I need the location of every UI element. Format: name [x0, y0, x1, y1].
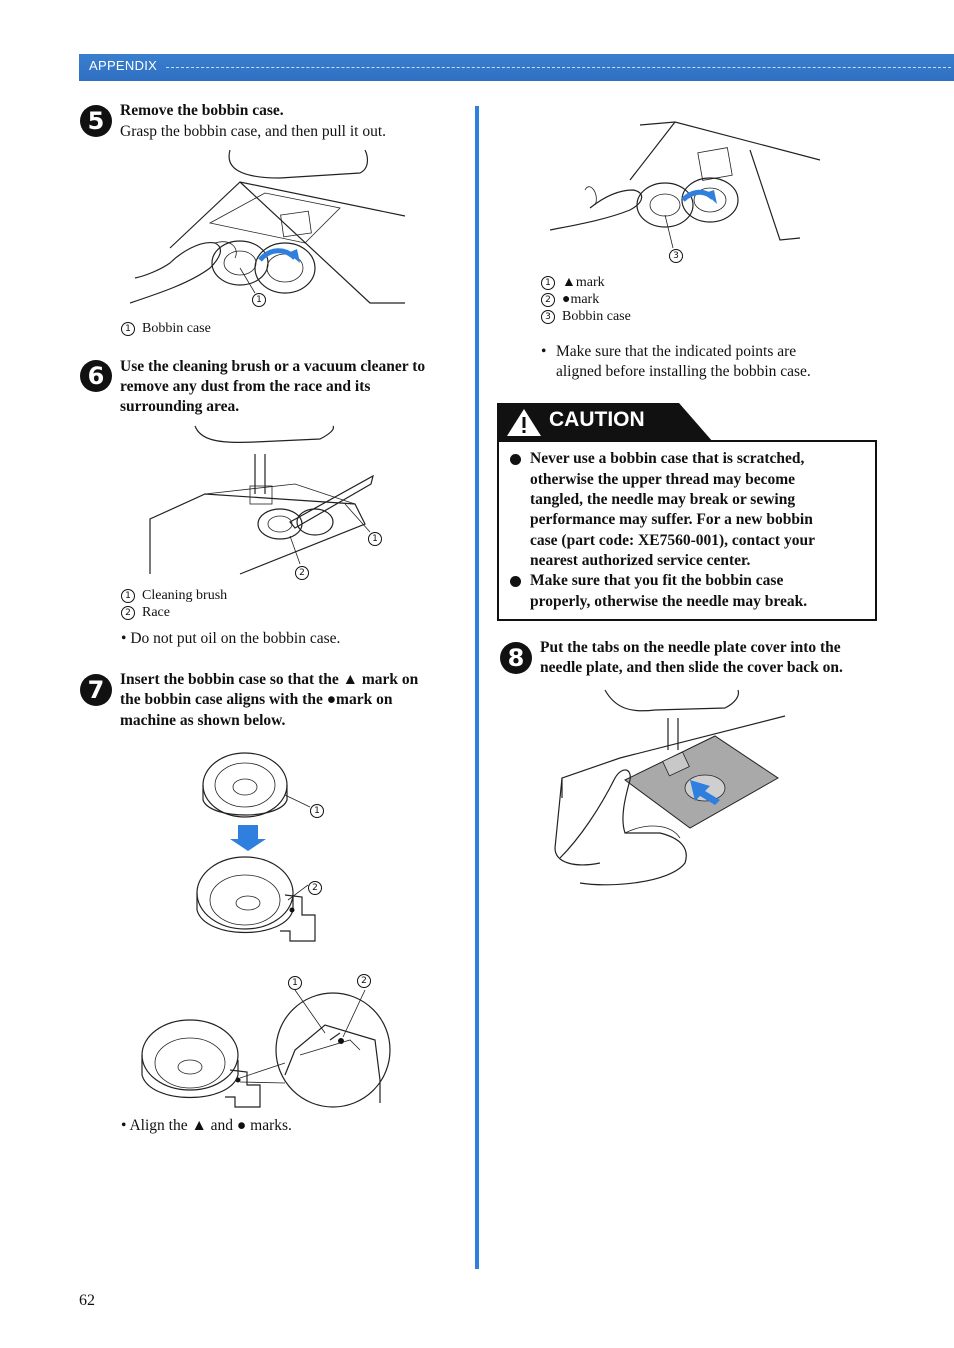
step-6-title-line-3: surrounding area.	[120, 398, 240, 415]
caution-item-1-line-2: otherwise the upper thread may become	[530, 471, 796, 488]
caution-title: CAUTION	[549, 408, 645, 431]
step-7-title-line-3: machine as shown below.	[120, 712, 286, 729]
bobbin-removal-illustration	[130, 149, 406, 304]
callout-number: 1	[541, 276, 555, 290]
step-6-number: 6	[80, 360, 112, 392]
column-divider	[475, 106, 479, 1269]
cleaning-illustration	[149, 425, 374, 575]
step-5-callout-list: 1 Bobbin case	[121, 320, 211, 337]
right-callout-2: 2 ●mark	[541, 291, 599, 308]
step-7-detail-callout-1: 1	[288, 976, 302, 990]
step-6-note: • Do not put oil on the bobbin case.	[121, 629, 340, 649]
step-7-title-line-2: the bobbin case aligns with the ●mark on	[120, 691, 393, 708]
step-6-illus-callout-1: 1	[368, 532, 382, 546]
page-number: 62	[79, 1292, 95, 1309]
right-note-line-1: Make sure that the indicated points are	[556, 343, 797, 360]
caution-item-1-line-6: nearest authorized service center.	[530, 552, 751, 569]
step-6-title-line-1: Use the cleaning brush or a vacuum clean…	[120, 358, 426, 375]
note-text: Do not put oil on the bobbin case.	[130, 630, 341, 647]
bullet: •	[121, 630, 127, 647]
bobbin-insertion-illustration	[549, 121, 821, 249]
step-6-callout-2: 2 Race	[121, 604, 170, 621]
step-6-title-line-2: remove any dust from the race and its	[120, 378, 371, 395]
step-7-note: • Align the ▲ and ● marks.	[121, 1116, 292, 1136]
step-7-top-callout-1: 1	[310, 804, 324, 818]
callout-number: 2	[121, 606, 135, 620]
step-8-number: 8	[500, 642, 532, 674]
step-5-number: 5	[80, 105, 112, 137]
caution-item-1-line-1: Never use a bobbin case that is scratche…	[530, 450, 805, 467]
callout-label: ▲mark	[562, 275, 605, 290]
caution-bullet-2	[510, 576, 521, 587]
caution-item-1-line-5: case (part code: XE7560-001), contact yo…	[530, 532, 815, 549]
caution-header	[497, 403, 713, 442]
callout-label: Bobbin case	[562, 309, 631, 324]
header-dashed-line	[166, 67, 951, 68]
step-7-number: 7	[80, 674, 112, 706]
callout-number: 3	[541, 310, 555, 324]
mark-alignment-detail-illustration	[141, 989, 391, 1108]
step-8-title-line-2: needle plate, and then slide the cover b…	[540, 659, 843, 676]
step-7-title-line-1: Insert the bobbin case so that the ▲ mar…	[120, 671, 419, 688]
caution-item-2-line-1: Make sure that you fit the bobbin case	[530, 572, 784, 589]
needle-plate-cover-illustration	[554, 689, 786, 886]
right-callout-1: 1 ▲mark	[541, 274, 605, 291]
right-illus-callout-3: 3	[669, 249, 683, 263]
right-note-line-2: aligned before installing the bobbin cas…	[556, 363, 811, 380]
step-5-body: Grasp the bobbin case, and then pull it …	[120, 123, 387, 140]
callout-label: ●mark	[562, 292, 600, 307]
step-5-title: Remove the bobbin case.	[120, 102, 284, 119]
callout-label: Bobbin case	[142, 321, 211, 336]
step-6-callout-1: 1 Cleaning brush	[121, 587, 227, 604]
caution-box	[497, 440, 877, 621]
step-7-detail-callout-2: 2	[357, 974, 371, 988]
bobbin-case-alignment-illustration	[196, 752, 316, 942]
right-callout-3: 3 Bobbin case	[541, 308, 631, 325]
step-6-illus-callout-2: 2	[295, 566, 309, 580]
caution-bullet-1	[510, 454, 521, 465]
callout-number: 2	[541, 293, 555, 307]
step-8-title-line-1: Put the tabs on the needle plate cover i…	[540, 639, 841, 656]
caution-item-1-line-4: performance may suffer. For a new bobbin	[530, 511, 813, 528]
callout-number: 1	[121, 322, 135, 336]
callout-number: 1	[121, 589, 135, 603]
callout-label: Race	[142, 605, 170, 620]
step-7-top-callout-2: 2	[308, 881, 322, 895]
note-text: Align the ▲ and ● marks.	[129, 1117, 292, 1134]
caution-item-2-line-2: properly, otherwise the needle may break…	[530, 593, 808, 610]
bullet: •	[121, 1117, 127, 1134]
right-note-bullet: •	[541, 343, 547, 360]
callout-label: Cleaning brush	[142, 588, 228, 603]
section-label: APPENDIX	[89, 58, 158, 73]
step-5-illus-callout-1: 1	[252, 293, 266, 307]
caution-item-1-line-3: tangled, the needle may break or sewing	[530, 491, 796, 508]
